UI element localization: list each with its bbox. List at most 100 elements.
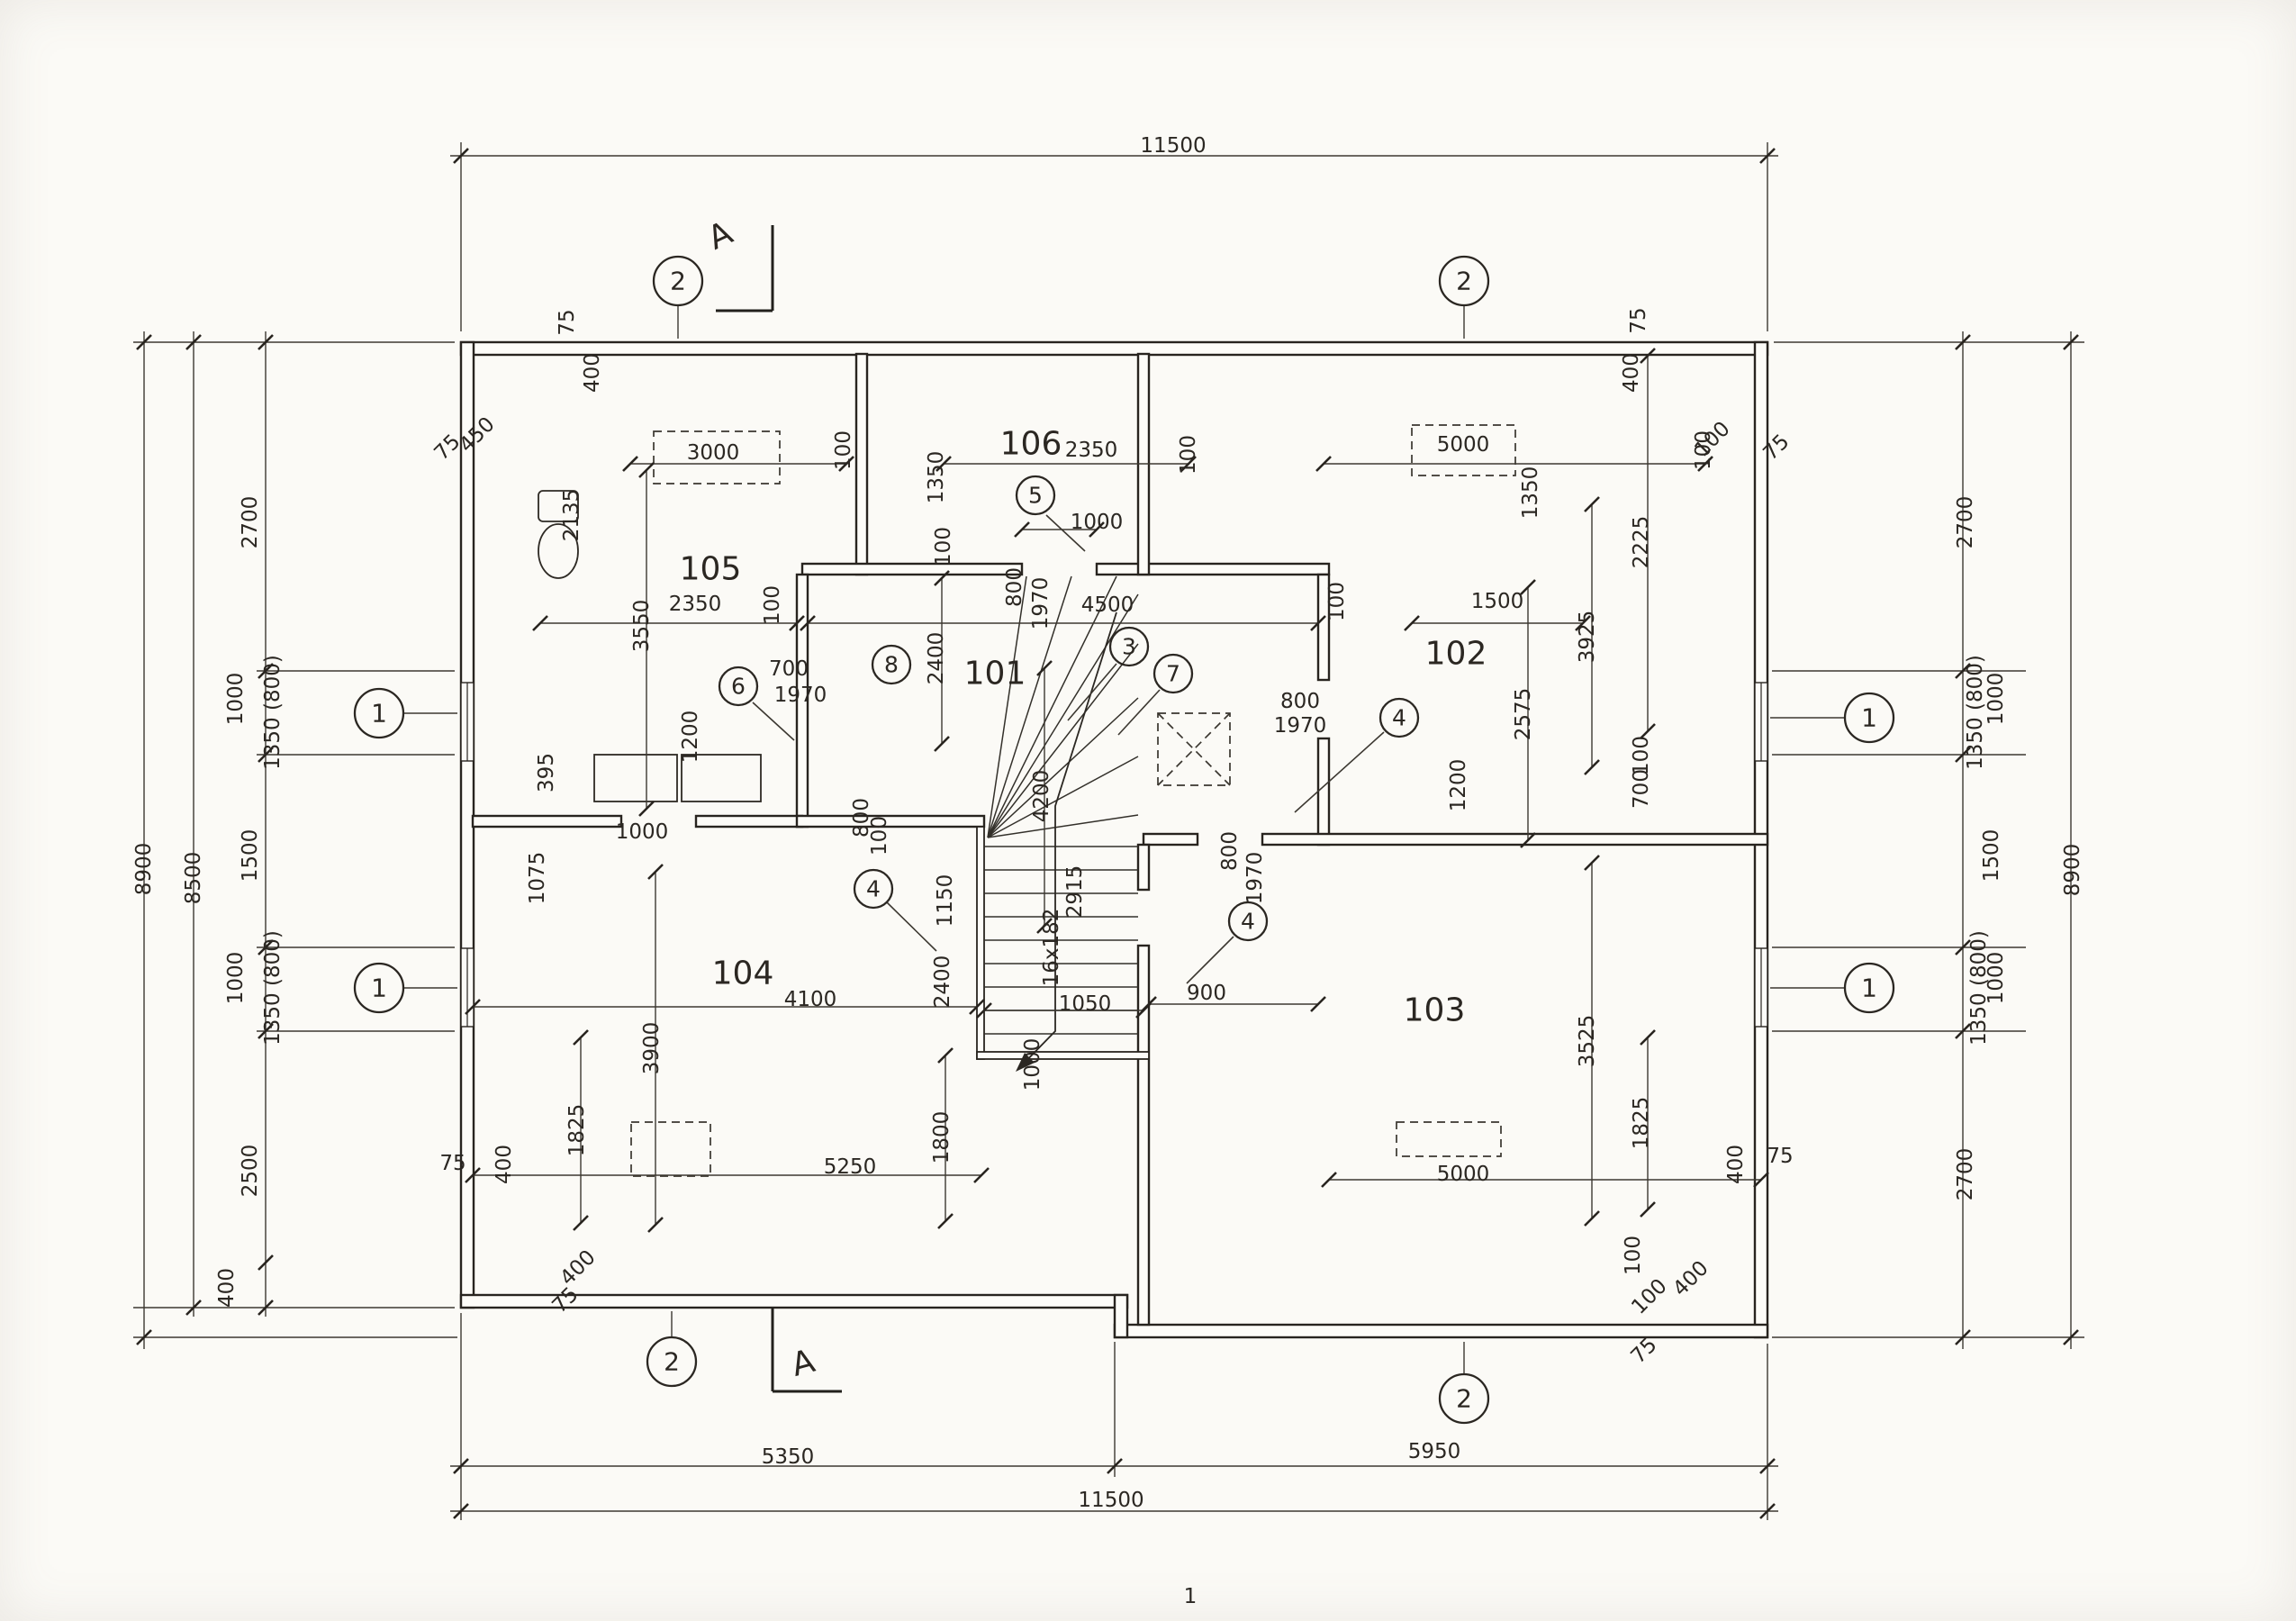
dim-label: 1000 xyxy=(1984,673,2008,726)
dim-label: 75 xyxy=(1626,1333,1661,1368)
dim-label: 4500 xyxy=(1081,593,1134,617)
dim-label: 1825 xyxy=(1630,1097,1653,1150)
dim-label: 1970 xyxy=(774,684,827,707)
dim-label: 100 xyxy=(832,430,855,470)
dim-label: 1970 xyxy=(1029,577,1053,630)
axis-marker-circle xyxy=(353,687,405,739)
dim-label: 5000 xyxy=(1437,433,1490,457)
dim-label: 100 xyxy=(1627,1274,1671,1318)
dim-label: 800 xyxy=(850,798,873,838)
dim-label: 3900 xyxy=(640,1022,664,1075)
axis-marker-circle xyxy=(353,962,405,1014)
dim-label: 800 xyxy=(1280,690,1320,713)
dim-label: 8900 xyxy=(2061,844,2084,897)
dim-label: 1350 xyxy=(925,451,948,504)
detail-marker-circle xyxy=(1153,653,1194,694)
axis-marker-circle xyxy=(652,255,704,307)
dimension-lines-layer xyxy=(133,142,2084,1520)
dim-label: 8500 xyxy=(182,852,205,905)
axis-marker: 2 xyxy=(1456,267,1472,296)
stair-walls-layer xyxy=(976,826,1150,1060)
dim-label: 75 xyxy=(1767,1145,1793,1168)
dim-label: 1500 xyxy=(1471,590,1524,613)
section-line-a xyxy=(716,225,842,1393)
dim-label: 3525 xyxy=(1576,1015,1599,1068)
dim-label: 1800 xyxy=(930,1111,954,1164)
dim-label: 1825 xyxy=(565,1104,589,1157)
detail-marker: 3 xyxy=(1122,634,1136,660)
dim-label: 2700 xyxy=(239,496,262,549)
axis-marker: 1 xyxy=(1861,703,1877,733)
axis-marker: 2 xyxy=(664,1347,680,1377)
dim-label: 1500 xyxy=(239,829,262,883)
axis-marker-circle xyxy=(1438,1372,1490,1425)
detail-marker-circle xyxy=(718,666,759,707)
dim-label: 4100 xyxy=(784,988,837,1011)
dim-label: 1500 xyxy=(1980,829,2003,883)
dim-label: 16x182 xyxy=(1040,909,1063,987)
dim-label: 1970 xyxy=(1274,714,1327,738)
detail-marker: 4 xyxy=(1241,909,1255,935)
dim-label: 5250 xyxy=(824,1155,877,1179)
dim-label: 100 xyxy=(932,527,955,566)
dim-label: 400 xyxy=(1620,353,1643,393)
dim-label: 1350 (800) xyxy=(1967,930,1991,1046)
dim-label: 2400 xyxy=(925,632,948,685)
axis-marker-circle xyxy=(1843,692,1895,744)
dim-label: 2350 xyxy=(669,593,722,616)
dim-label: 100 xyxy=(1692,430,1715,470)
dim-label: 400 xyxy=(1724,1145,1748,1184)
dim-label: 2700 xyxy=(1954,1148,1977,1201)
axis-marker: 2 xyxy=(670,267,686,296)
dim-label: 75 xyxy=(1627,307,1650,333)
detail-marker-circle xyxy=(1227,901,1269,942)
dim-label: 11500 xyxy=(1078,1489,1143,1512)
dim-label: 400 xyxy=(556,1245,600,1290)
dim-label: 2225 xyxy=(1630,516,1653,569)
detail-marker-circle xyxy=(1379,697,1420,738)
page-number: 1 xyxy=(1183,1585,1198,1608)
detail-marker: 5 xyxy=(1028,483,1043,509)
detail-marker-circle xyxy=(1015,475,1056,516)
section-letter: A xyxy=(702,214,738,258)
dim-label: 2700 xyxy=(1954,496,1977,549)
room-label: 103 xyxy=(1404,992,1466,1029)
detail-marker: 6 xyxy=(731,674,746,700)
dim-label: 2400 xyxy=(931,955,954,1009)
dim-label: 800 xyxy=(1003,567,1026,607)
dim-label: 395 xyxy=(535,753,558,792)
dim-label: 700 xyxy=(1630,769,1653,809)
dim-label: 5950 xyxy=(1408,1440,1461,1463)
dim-label: 1000 xyxy=(1984,952,2008,1005)
axis-marker: 2 xyxy=(1456,1384,1472,1414)
dim-label: 400 xyxy=(215,1268,239,1308)
dim-label: 4200 xyxy=(1030,770,1053,823)
windows-layer xyxy=(460,682,1768,1028)
axis-marker: 1 xyxy=(1861,974,1877,1003)
dim-label: 8900 xyxy=(132,843,156,896)
dim-label: 100 xyxy=(1622,1236,1645,1275)
dim-label: 100 xyxy=(761,585,784,625)
dim-label: 11500 xyxy=(1140,134,1206,158)
detail-marker: 8 xyxy=(884,652,899,678)
detail-marker: 4 xyxy=(866,876,881,902)
detail-marker-circle xyxy=(853,868,894,910)
dim-label: 75 xyxy=(439,1152,466,1175)
dim-label: 1000 xyxy=(224,673,248,726)
axis-marker: 1 xyxy=(371,974,387,1003)
dim-label: 75 xyxy=(547,1282,583,1318)
dim-label: 1050 xyxy=(1059,992,1112,1016)
section-letter: A xyxy=(788,1343,819,1384)
room-label: 105 xyxy=(680,551,742,588)
counter-unit xyxy=(681,754,762,802)
dim-label: 700 xyxy=(769,657,809,681)
dim-label: 1200 xyxy=(679,711,702,764)
dim-label: 1000 xyxy=(1071,511,1124,534)
dim-label: 1350 xyxy=(1519,466,1542,520)
room-label: 104 xyxy=(712,955,774,992)
dim-label: 100 xyxy=(868,816,891,856)
